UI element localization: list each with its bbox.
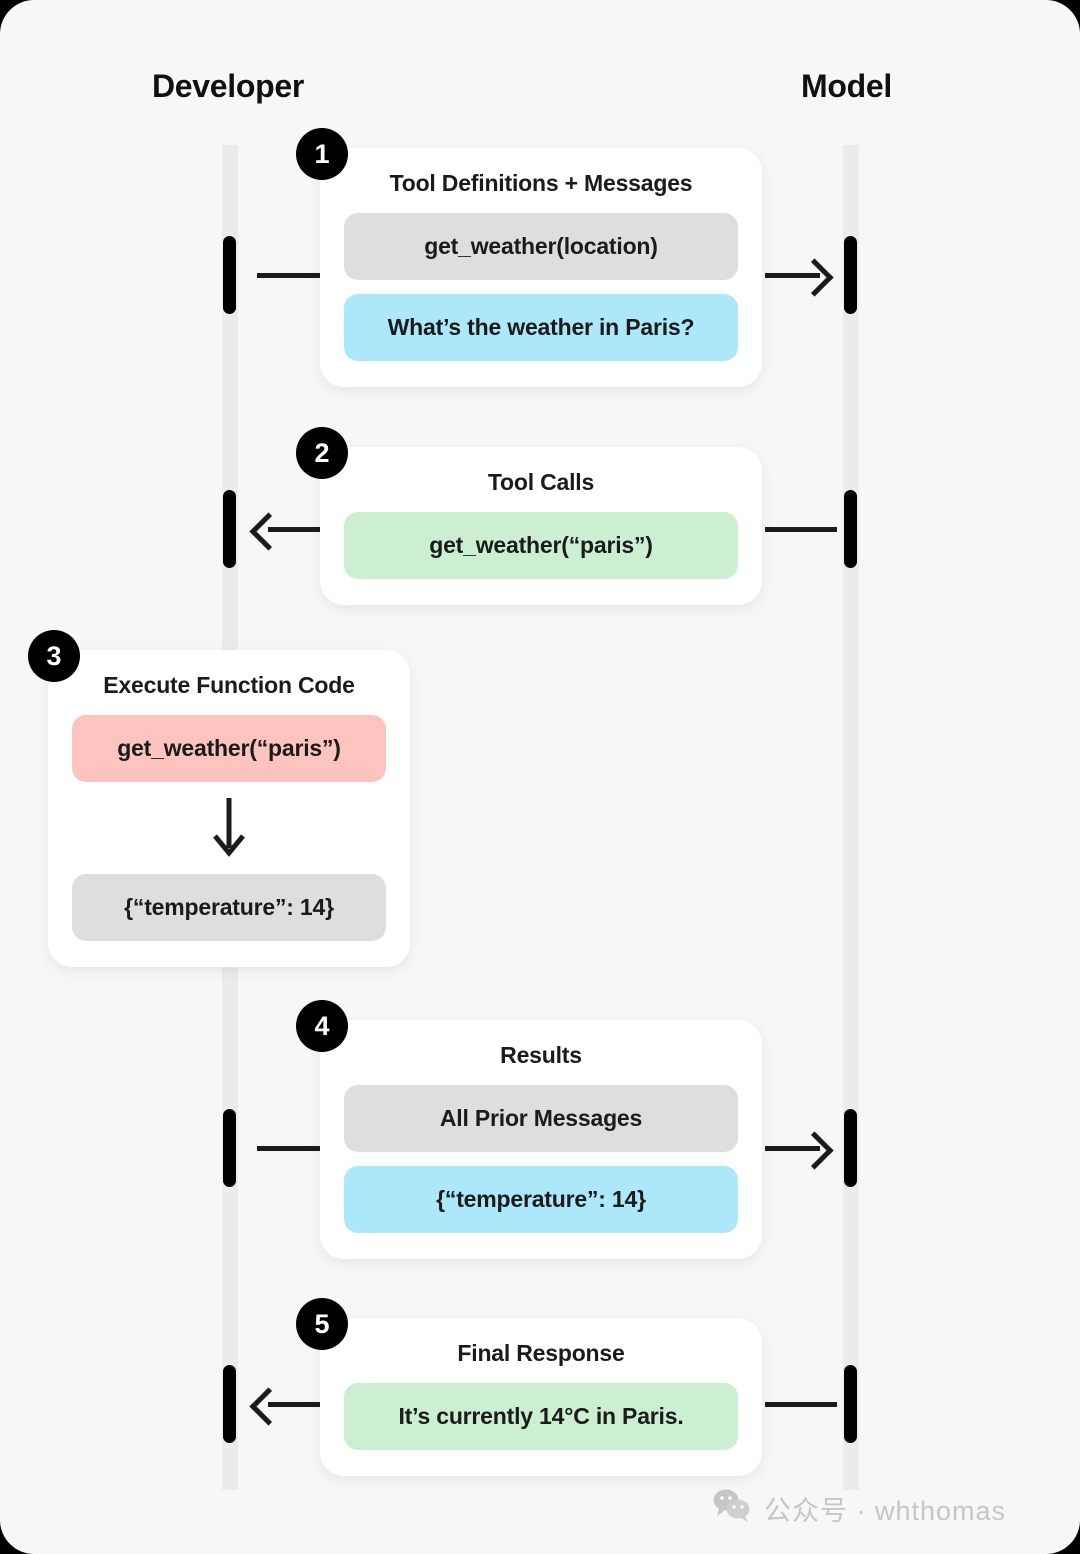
lifeline-model xyxy=(843,145,859,1490)
step-card-2-title: Tool Calls xyxy=(487,469,595,495)
activation-bar-developer-step2 xyxy=(223,490,236,568)
activation-bar-developer-step4 xyxy=(223,1109,236,1187)
step-card-3-pill-1: get_weather(“paris”) xyxy=(72,715,386,782)
step-card-5-pill-1: It’s currently 14°C in Paris. xyxy=(344,1383,738,1450)
column-header-model: Model xyxy=(801,68,892,104)
step-card-1: Tool Definitions + Messages get_weather(… xyxy=(320,148,762,387)
step-badge-4: 4 xyxy=(296,1000,348,1052)
activation-bar-model-step1 xyxy=(844,236,857,314)
step-card-5: Final Response It’s currently 14°C in Pa… xyxy=(320,1318,762,1476)
connector-step5-left xyxy=(268,1402,323,1407)
connector-step4-left xyxy=(257,1146,320,1151)
down-arrow-icon xyxy=(72,796,386,860)
activation-bar-developer-step1 xyxy=(223,236,236,314)
step-card-3-title: Execute Function Code xyxy=(103,672,355,698)
step-badge-2: 2 xyxy=(296,427,348,479)
step-card-1-pill-2: What’s the weather in Paris? xyxy=(344,294,738,361)
connector-step2-right xyxy=(765,527,837,532)
step-badge-3: 3 xyxy=(28,630,80,682)
connector-step1-right xyxy=(765,273,820,278)
step-card-1-pill-1: get_weather(location) xyxy=(344,213,738,280)
arrowhead-step4-to-model xyxy=(795,1131,834,1170)
watermark: 公众号 · whthomas xyxy=(712,1488,1006,1529)
step-card-2-pill-1: get_weather(“paris”) xyxy=(344,512,738,579)
step-badge-1: 1 xyxy=(296,128,348,180)
step-card-1-title: Tool Definitions + Messages xyxy=(389,170,693,196)
step-card-3-pill-2: {“temperature”: 14} xyxy=(72,874,386,941)
arrowhead-step2-to-developer xyxy=(249,512,288,551)
step-card-4-pill-1: All Prior Messages xyxy=(344,1085,738,1152)
activation-bar-model-step5 xyxy=(844,1365,857,1443)
activation-bar-model-step4 xyxy=(844,1109,857,1187)
wechat-icon xyxy=(712,1488,752,1529)
connector-step1-left xyxy=(257,273,320,278)
connector-step2-left xyxy=(268,527,323,532)
step-card-5-title: Final Response xyxy=(457,1340,625,1366)
step-card-2: Tool Calls get_weather(“paris”) xyxy=(320,447,762,605)
step-card-4: Results All Prior Messages {“temperature… xyxy=(320,1020,762,1259)
watermark-text: 公众号 · whthomas xyxy=(764,1496,1007,1526)
step-badge-5: 5 xyxy=(296,1298,348,1350)
arrowhead-step1-to-model xyxy=(795,258,834,297)
step-card-3: Execute Function Code get_weather(“paris… xyxy=(48,650,410,967)
connector-step5-right xyxy=(765,1402,837,1407)
arrowhead-step5-to-developer xyxy=(249,1387,288,1426)
column-header-developer: Developer xyxy=(152,68,305,104)
step-card-4-pill-2: {“temperature”: 14} xyxy=(344,1166,738,1233)
connector-step4-right xyxy=(765,1146,820,1151)
step-card-4-title: Results xyxy=(500,1042,582,1068)
activation-bar-developer-step5 xyxy=(223,1365,236,1443)
activation-bar-model-step2 xyxy=(844,490,857,568)
